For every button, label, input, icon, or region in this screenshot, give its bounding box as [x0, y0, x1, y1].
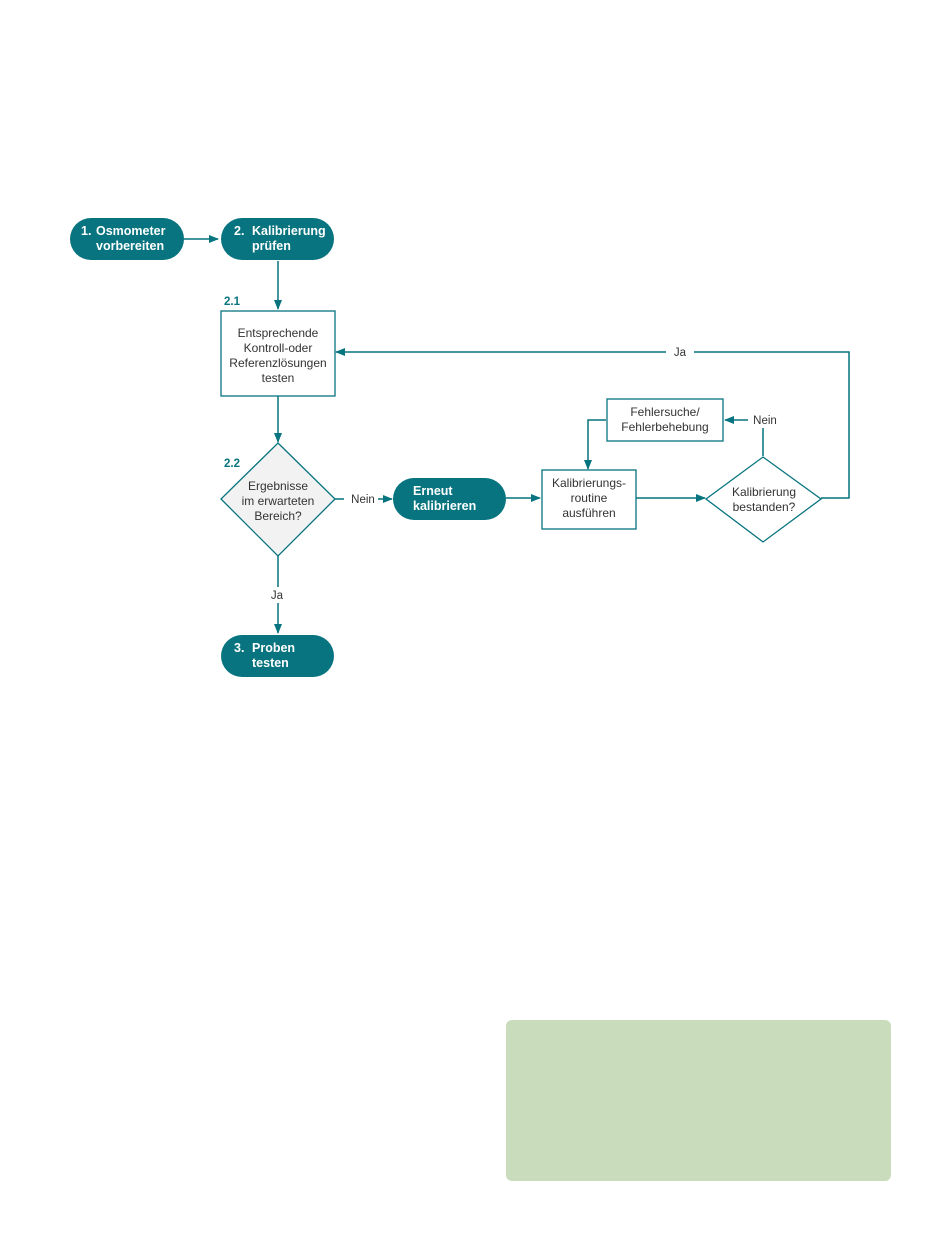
node-routine-line3: ausführen: [562, 506, 615, 520]
node-run-calibration-routine: Kalibrierungs- routine ausführen: [542, 470, 636, 529]
edge-label-results-no: Nein: [344, 491, 378, 507]
decision-passed-line1: Kalibrierung: [732, 485, 796, 499]
node-recalibrate: Erneut kalibrieren: [393, 478, 506, 520]
node-prepare-number: 1.: [81, 224, 91, 238]
node-prepare-line2: vorbereiten: [96, 239, 164, 253]
edge-label-results-no-text: Nein: [351, 494, 375, 506]
decision-results-line1: Ergebnisse: [248, 479, 308, 493]
node-troubleshoot-line1: Fehlersuche/: [630, 405, 700, 419]
node-test-solutions-line1: Entsprechende: [238, 326, 319, 340]
node-check-calibration: 2. Kalibrierung prüfen: [221, 218, 334, 260]
edge-label-passed-yes-text: Ja: [674, 347, 687, 359]
decision-results-line2: im erwarteten: [242, 494, 315, 508]
node-recalibrate-line2: kalibrieren: [413, 499, 476, 513]
edge-label-passed-yes: Ja: [666, 344, 694, 360]
node-routine-line2: routine: [571, 491, 608, 505]
step-label-2-1: 2.1: [224, 296, 241, 308]
decision-passed-line2: bestanden?: [733, 500, 796, 514]
connectors: [184, 239, 849, 633]
node-check-number: 2.: [234, 224, 244, 238]
node-test-samples: 3. Proben testen: [221, 635, 334, 677]
node-test-solutions-line2: Kontroll-oder: [244, 341, 313, 355]
decision-calibration-passed: Kalibrierung bestanden?: [706, 457, 821, 542]
node-troubleshoot-line2: Fehlerbehebung: [621, 420, 708, 434]
node-check-line2: prüfen: [252, 239, 291, 253]
node-routine-line1: Kalibrierungs-: [552, 476, 626, 490]
decision-results-line3: Bereich?: [254, 509, 302, 523]
node-test-solutions-line3: Referenzlösungen: [229, 356, 326, 370]
edge-label-passed-no-text: Nein: [753, 415, 777, 427]
node-samples-line2: testen: [252, 656, 289, 670]
node-check-line1: Kalibrierung: [252, 224, 326, 238]
edge-label-results-yes-text: Ja: [271, 590, 284, 602]
node-samples-number: 3.: [234, 641, 244, 655]
node-prepare-line1: Osmometer: [96, 224, 166, 238]
note-box: [506, 1020, 891, 1181]
edge-label-results-yes: Ja: [266, 587, 290, 603]
arrow-troubleshoot-to-routine: [588, 420, 606, 469]
step-label-2-2: 2.2: [224, 458, 240, 470]
edge-label-passed-no: Nein: [748, 412, 782, 428]
node-samples-line1: Proben: [252, 641, 295, 655]
node-test-solutions: Entsprechende Kontroll-oder Referenzlösu…: [221, 311, 335, 396]
node-test-solutions-line4: testen: [262, 371, 295, 385]
node-prepare-osmometer: 1. Osmometer vorbereiten: [70, 218, 184, 260]
node-troubleshoot: Fehlersuche/ Fehlerbehebung: [607, 399, 723, 441]
node-recalibrate-line1: Erneut: [413, 484, 453, 498]
